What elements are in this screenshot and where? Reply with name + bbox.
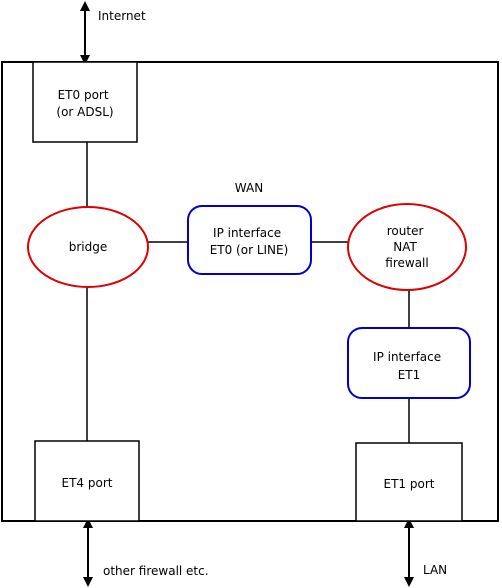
- ip-interface-et1-box: [347, 327, 471, 399]
- lan-label: LAN: [423, 563, 447, 577]
- et4-port-box: [34, 440, 140, 522]
- bridge-label: bridge: [69, 240, 108, 254]
- internet-label: Internet: [98, 9, 146, 23]
- wan-label: WAN: [235, 181, 263, 195]
- bridge-ellipse: [27, 206, 149, 288]
- ip-interface-et0-label: IP interface ET0 (or LINE): [210, 226, 289, 257]
- other-firewall-label: other firewall etc.: [103, 564, 209, 578]
- et1-port-box: [355, 442, 463, 522]
- device-frame: [1, 61, 499, 522]
- ip-interface-et0-box: [187, 205, 312, 275]
- router-label: router NAT firewall: [385, 224, 428, 270]
- et0-port-box: [32, 61, 138, 143]
- ip-interface-et1-label: IP interface ET1: [373, 350, 445, 382]
- et1-port-label: ET1 port: [384, 477, 435, 491]
- et0-port-label: ET0 port (or ADSL): [56, 88, 113, 119]
- et4-port-label: ET4 port: [62, 476, 113, 490]
- router-ellipse: [347, 203, 467, 291]
